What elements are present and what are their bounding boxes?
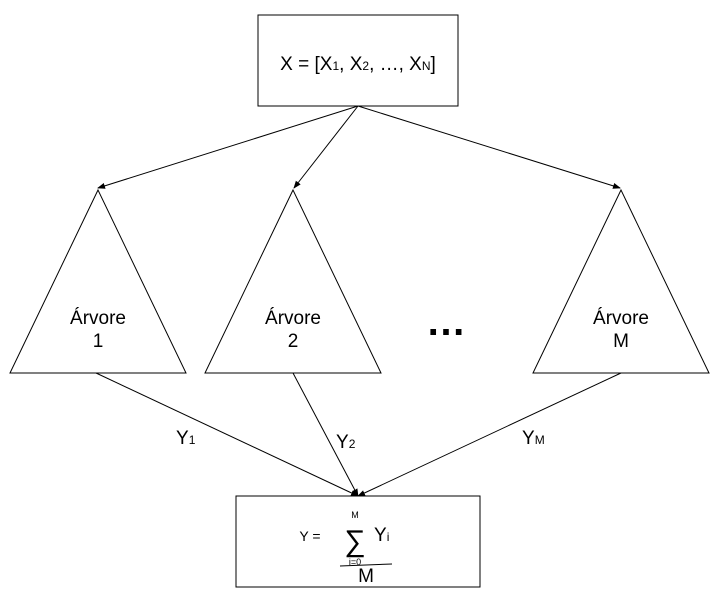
arrow-input-to-tree-m (357, 105, 621, 189)
arrow-tree-1-to-result (95, 372, 359, 497)
tree-2-label: Árvore (265, 308, 321, 329)
input-box: X = [X1, X2, …, XN] (257, 14, 459, 107)
tree-m-label: Árvore (593, 308, 649, 329)
input-vector-label: X = [X1, X2, …, XN] (280, 54, 436, 75)
tree-m-index: M (613, 331, 629, 352)
result-denominator: M (358, 566, 374, 587)
sigma-upper-limit: M (351, 510, 359, 520)
tree-1-index: 1 (93, 331, 104, 352)
fraction-bar (339, 563, 393, 567)
tree-1: Árvore 1 (9, 188, 187, 374)
arrow-input-to-tree-2 (293, 105, 359, 189)
output-label-y1: Y1 (176, 428, 196, 449)
output-label-y2: Y2 (336, 432, 356, 453)
tree-2: Árvore 2 (204, 188, 382, 374)
arrow-tree-m-to-result (357, 372, 622, 497)
arrow-input-to-tree-1 (97, 105, 359, 189)
result-box: Y = ∑ M i=0 Yi M (235, 495, 481, 588)
arrow-tree-2-to-result (292, 372, 359, 497)
tree-2-index: 2 (288, 331, 299, 352)
tree-1-label: Árvore (70, 308, 126, 329)
sum-term: Yi (374, 525, 389, 546)
input-box-frame (257, 14, 459, 107)
tree-1-shape (9, 188, 187, 374)
sigma-symbol: ∑ (344, 525, 365, 558)
result-box-frame (235, 495, 481, 588)
result-lhs: Y = (299, 528, 320, 544)
sigma-lower-limit: i=0 (349, 557, 361, 567)
ellipsis: … (426, 300, 466, 344)
output-label-ym: YM (522, 428, 545, 449)
tree-m: Árvore M (532, 188, 710, 374)
